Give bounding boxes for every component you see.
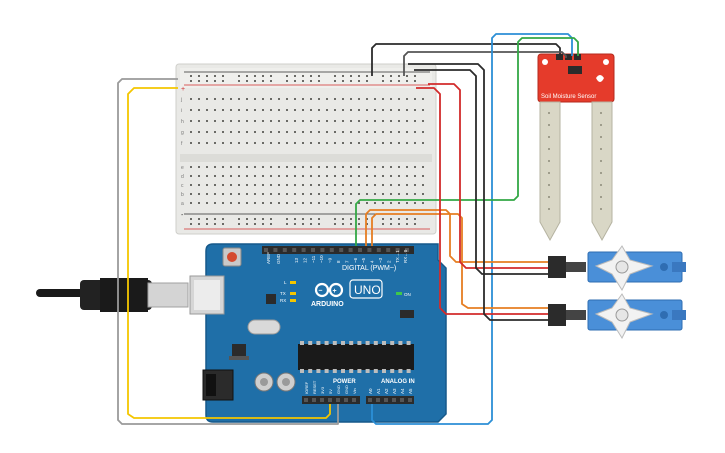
wire-red-servo-2 [416, 87, 548, 315]
crystal [247, 319, 281, 335]
digital-header-label: DIGITAL (PWM~) [342, 265, 396, 272]
row-letter: g [181, 130, 184, 136]
digital-pin-label: ~10 [319, 255, 324, 263]
microcontroller-chip [298, 344, 414, 370]
row-letter: c [181, 183, 184, 189]
rail-minus-label: - [181, 212, 184, 219]
status-leds: L TX RX ON [280, 280, 411, 303]
wire-black-sensor-gnd [371, 43, 561, 76]
model-label: UNO [354, 283, 381, 297]
digital-pin-label: ~5 [361, 257, 366, 263]
sensor-label: Soil Moisture Sensor [541, 94, 596, 100]
analog-pin-label: A3 [392, 388, 397, 394]
power-pin-label: 5V [328, 389, 333, 394]
digital-pin-label: ~3 [378, 257, 383, 263]
led-label-tx: TX [280, 291, 286, 296]
wire-gray-sensor-vcc [403, 51, 567, 76]
soil-moisture-sensor: Soil Moisture Sensor [537, 53, 615, 242]
digital-pin-label: TX→1 [395, 250, 400, 263]
rail-plus-label: + [181, 86, 185, 93]
digital-pin-label: RX←0 [403, 249, 408, 263]
row-letter: e [181, 165, 184, 171]
row-letter: i [181, 108, 182, 114]
analog-header [366, 396, 414, 404]
wire-orange-servo-1 [365, 209, 548, 263]
row-letter: h [181, 119, 184, 125]
led-label-rx: RX [280, 298, 286, 303]
power-pin-label: GND [344, 385, 349, 394]
digital-pin-label: 7 [344, 260, 349, 263]
power-pin-label: IOREF [304, 381, 309, 394]
row-letter: b [181, 192, 184, 198]
digital-pin-label: 4 [370, 260, 375, 263]
digital-header [262, 246, 414, 254]
digital-pin-label: 8 [336, 260, 341, 263]
digital-pin-label: 13 [294, 257, 299, 263]
analog-pin-label: A2 [384, 388, 389, 394]
wire-gray [117, 78, 339, 425]
digital-pin-label: ~9 [328, 257, 333, 263]
power-pin-label: 3V3 [320, 386, 325, 394]
row-letter: a [181, 201, 184, 207]
wire-yellow [127, 87, 331, 419]
power-pin-label: GND [336, 385, 341, 394]
led-label-on: ON [404, 292, 411, 297]
analog-pin-label: A4 [400, 388, 405, 394]
power-pin-label: Vin [352, 388, 357, 394]
breadboard-bottom-rail-holes [190, 218, 416, 225]
led-label-l: L [284, 280, 287, 285]
analog-label: ANALOG IN [381, 379, 415, 385]
svg-text:–: – [319, 288, 323, 295]
digital-pin-label: 2 [386, 260, 391, 263]
usb-cable [36, 278, 189, 312]
wire-black-servo-2 [408, 63, 548, 321]
aref-label: AREF [266, 252, 271, 264]
digital-pin-label: ~6 [353, 257, 358, 263]
row-letter: d [181, 174, 184, 180]
servo-motor-1 [548, 245, 686, 292]
power-label: POWER [333, 379, 356, 385]
analog-pin-label: A5 [408, 388, 413, 394]
brand-label: ARDUINO [311, 301, 344, 308]
analog-pin-label: A0 [368, 388, 373, 394]
svg-text:+: + [333, 288, 337, 295]
wire-green [355, 37, 579, 246]
analog-pin-label: A1 [376, 388, 381, 394]
power-pin-label: RESET [312, 380, 317, 394]
arduino-logo: – + [314, 282, 344, 298]
wire-blue [371, 33, 573, 425]
digital-pin-label: ~11 [311, 255, 316, 263]
wire-red-servo-1 [428, 83, 548, 269]
wires [117, 33, 579, 425]
row-letter: j [180, 97, 182, 103]
gnd-label: GND [276, 253, 281, 264]
row-letter: f [181, 141, 183, 147]
wire-black-servo-1 [414, 69, 548, 275]
digital-pin-label: 12 [302, 257, 307, 263]
servo-motor-2 [548, 293, 686, 340]
breadboard-top-rail-holes [190, 75, 416, 82]
